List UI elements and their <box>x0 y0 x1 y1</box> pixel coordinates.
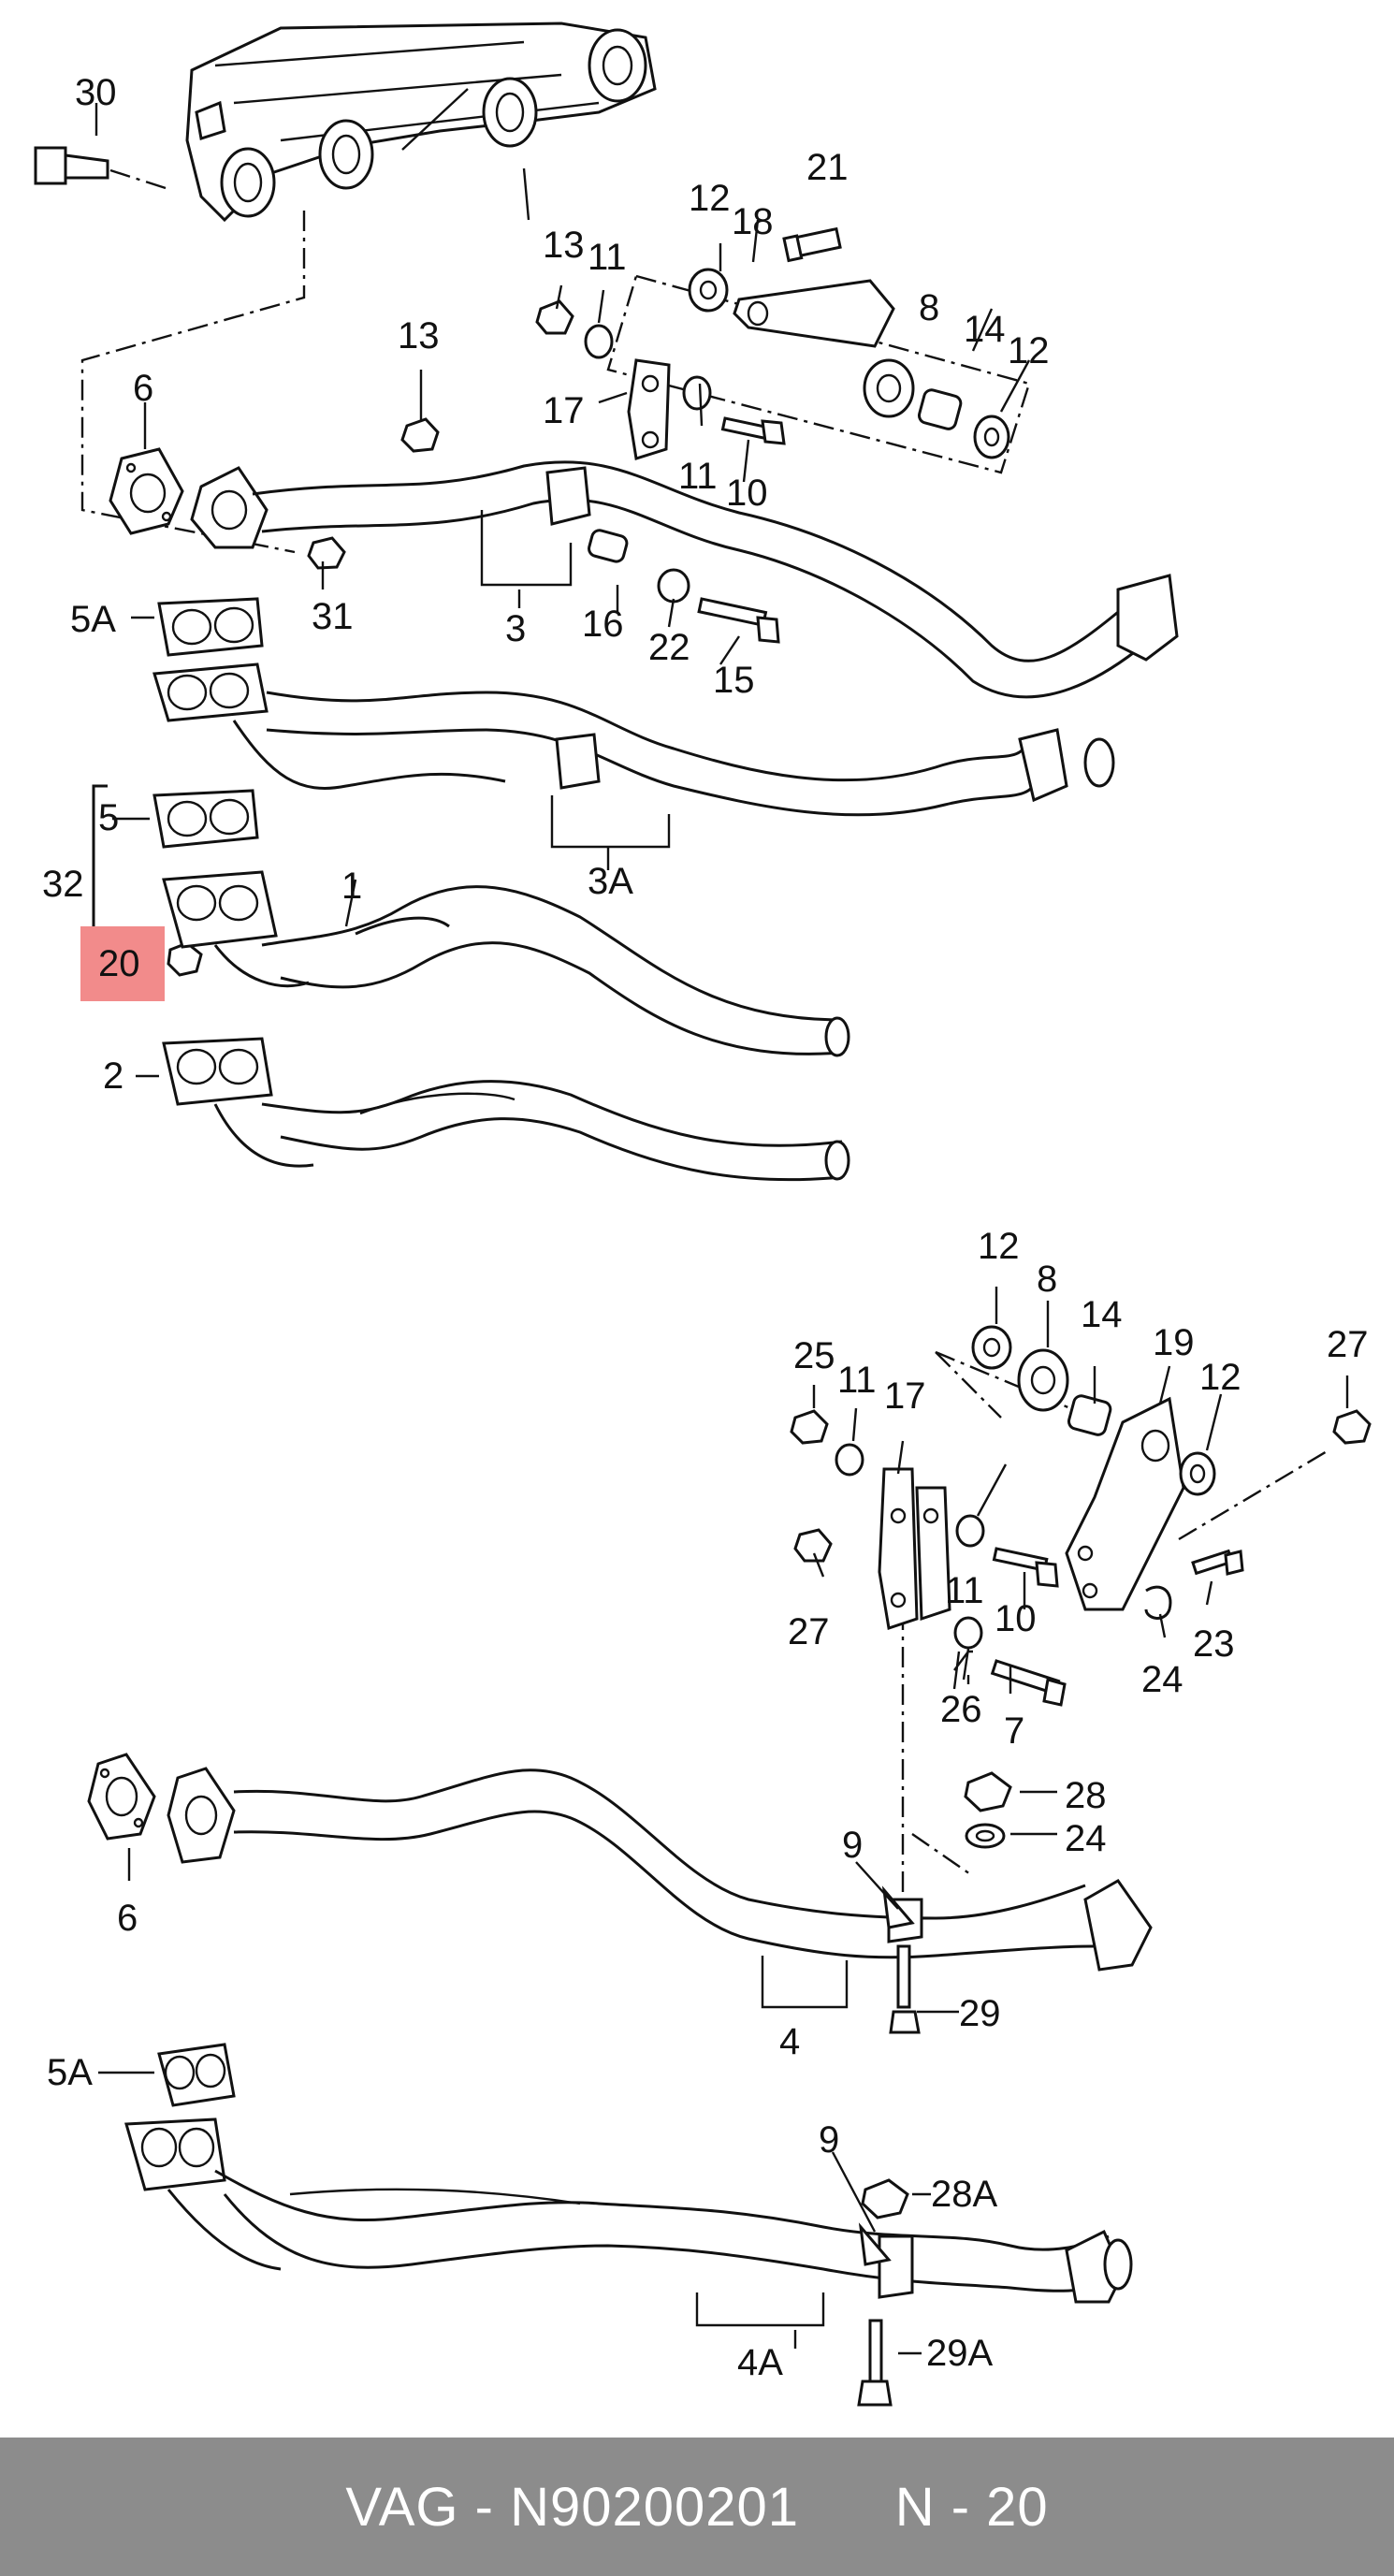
mount-group-top <box>400 226 1010 460</box>
separator-text: - <box>458 2476 511 2538</box>
label-17-lower: 17 <box>884 1375 926 1417</box>
gasket-5A-bottom <box>157 2043 236 2107</box>
label-27-left: 27 <box>788 1611 830 1652</box>
label-30: 30 <box>75 72 117 113</box>
label-23: 23 <box>1193 1623 1235 1665</box>
part-labels: 30 21 12 18 13 11 8 14 12 13 6 17 11 10 … <box>42 72 1369 2383</box>
leader-lines <box>94 88 1349 2355</box>
label-10-top: 10 <box>726 473 768 514</box>
label-15: 15 <box>713 660 755 701</box>
label-12-right: 12 <box>1008 330 1050 371</box>
label-10-lower: 10 <box>995 1598 1037 1639</box>
label-1: 1 <box>341 866 362 907</box>
label-14-top: 14 <box>964 309 1006 350</box>
exhaust-manifold <box>185 22 657 223</box>
front-pipe-1 <box>162 870 850 1057</box>
brand-text: VAG <box>345 2476 459 2538</box>
label-12-lower-right: 12 <box>1199 1357 1242 1398</box>
label-13-mid: 13 <box>398 315 440 357</box>
label-29A: 29A <box>926 2333 993 2374</box>
label-11-mid: 11 <box>678 456 718 497</box>
label-11-top: 11 <box>588 237 627 278</box>
assembly-line-bracket <box>606 274 1031 474</box>
label-18: 18 <box>732 201 774 242</box>
label-28A: 28A <box>931 2174 997 2215</box>
label-28: 28 <box>1065 1775 1107 1816</box>
label-11-lower-b: 11 <box>945 1570 984 1611</box>
label-11-lower-a: 11 <box>837 1360 877 1401</box>
label-3: 3 <box>505 608 526 649</box>
label-32: 32 <box>42 864 84 905</box>
label-5: 5 <box>98 797 119 838</box>
label-8-top: 8 <box>919 287 939 328</box>
mount-group-bottom <box>790 1325 1372 1849</box>
label-2: 2 <box>103 1055 123 1097</box>
label-25: 25 <box>793 1335 835 1376</box>
position-text: N - 20 <box>894 2476 1049 2538</box>
front-pipe-3 <box>190 460 1179 699</box>
label-24-lower: 24 <box>1065 1818 1107 1859</box>
gasket-6-bottom <box>87 1753 156 1841</box>
footer-gap <box>799 2476 895 2539</box>
label-5A-lower: 5A <box>47 2052 93 2093</box>
gasket-5A-top <box>157 597 264 657</box>
label-21: 21 <box>806 147 849 188</box>
label-12-top: 12 <box>689 178 731 219</box>
label-17-top: 17 <box>543 390 585 431</box>
assembly-line-hanger-2 <box>911 1833 974 1877</box>
front-pipe-4A <box>124 2118 1133 2407</box>
label-6-lower: 6 <box>117 1898 138 1939</box>
label-9-upper: 9 <box>842 1825 863 1866</box>
label-20: 20 <box>98 943 140 984</box>
bolt-30 <box>34 146 169 191</box>
label-16: 16 <box>582 604 624 645</box>
label-8-lower: 8 <box>1037 1259 1057 1300</box>
label-31: 31 <box>312 596 354 637</box>
label-22: 22 <box>648 627 690 668</box>
gasket-5 <box>152 789 259 849</box>
label-19: 19 <box>1153 1322 1195 1363</box>
label-12-lower: 12 <box>978 1226 1020 1267</box>
label-26: 26 <box>940 1689 982 1730</box>
diagram-canvas: 30 21 12 18 13 11 8 14 12 13 6 17 11 10 … <box>34 22 1372 2407</box>
label-9-lower: 9 <box>819 2119 839 2161</box>
front-pipe-2 <box>162 1037 850 1182</box>
label-24-right: 24 <box>1141 1659 1183 1700</box>
footer-caption-bar: VAG - N90200201 N - 20 <box>0 2438 1394 2576</box>
label-4A: 4A <box>737 2342 783 2383</box>
front-pipe-4 <box>167 1767 1153 2034</box>
label-27-right: 27 <box>1327 1324 1369 1365</box>
label-3A: 3A <box>588 861 633 902</box>
label-4: 4 <box>779 2021 800 2062</box>
label-13-top: 13 <box>543 225 585 266</box>
part-number-text: N90200201 <box>510 2476 800 2538</box>
label-7: 7 <box>1004 1710 1024 1752</box>
label-5A-top: 5A <box>70 599 116 640</box>
front-pipe-3A <box>152 662 1115 849</box>
label-6-top: 6 <box>133 368 153 409</box>
label-14-lower: 14 <box>1081 1294 1123 1335</box>
highlight-box <box>80 926 165 1001</box>
label-29: 29 <box>959 1993 1001 2034</box>
gasket-6-top <box>109 447 184 535</box>
